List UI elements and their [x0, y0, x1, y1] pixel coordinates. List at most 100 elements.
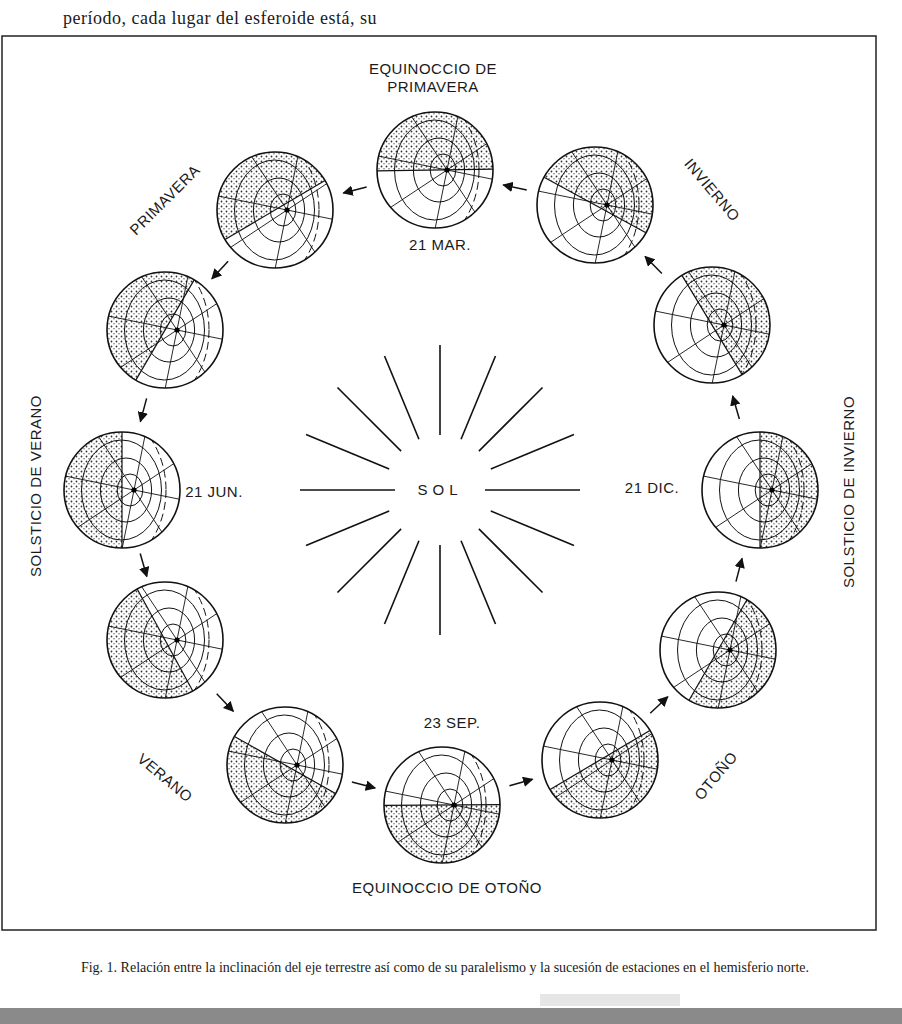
parallel	[420, 773, 471, 837]
parallel	[578, 728, 629, 792]
parallel	[738, 458, 789, 522]
terminator	[136, 280, 194, 380]
meridian	[177, 330, 304, 356]
sun-ray	[461, 356, 495, 439]
terminator	[121, 432, 122, 548]
meridian	[421, 170, 447, 297]
parallel	[755, 474, 781, 506]
date-label: 23 SEP.	[424, 714, 481, 732]
meridian	[612, 688, 720, 760]
meridian	[447, 98, 555, 170]
parallel	[263, 733, 314, 797]
meridian	[339, 170, 447, 242]
scan-bar	[0, 1008, 902, 1024]
sun-ray	[479, 529, 543, 593]
globe-face	[107, 582, 223, 698]
orbit-arrow	[733, 396, 740, 419]
meridian	[346, 805, 454, 877]
meridian	[327, 779, 454, 805]
globe	[50, 513, 305, 768]
date-label: 21 JUN.	[185, 483, 243, 501]
sun-ray	[385, 541, 419, 624]
sun-ray	[300, 489, 395, 491]
meridian	[504, 760, 612, 832]
season-label: OTOÑO	[691, 748, 742, 803]
meridian	[375, 62, 447, 170]
pole-dot	[174, 327, 179, 332]
globe-outline	[702, 432, 818, 548]
meridian	[652, 217, 724, 325]
globe-outline	[377, 112, 493, 228]
meridian	[382, 697, 454, 805]
orbit-arrow	[736, 558, 742, 581]
pole-dot	[131, 487, 136, 492]
orbit-arrow	[212, 261, 228, 279]
globe	[485, 633, 740, 888]
sun-ray	[491, 511, 574, 545]
meridian	[108, 490, 134, 617]
meridian	[297, 638, 323, 765]
globe-face	[227, 707, 343, 823]
parallel	[253, 178, 304, 242]
meridian	[320, 144, 447, 170]
meridian	[7, 464, 134, 490]
terminator	[550, 730, 650, 789]
meridian	[480, 179, 607, 205]
globe-outline	[64, 432, 180, 548]
parallel	[573, 173, 624, 237]
meridian	[170, 739, 297, 765]
terminator	[759, 432, 760, 548]
terminator	[689, 600, 747, 701]
scan-patch	[540, 994, 680, 1006]
parallel	[235, 160, 315, 260]
meridian	[535, 97, 607, 205]
date-label: 21 DIC.	[625, 479, 679, 497]
meridian	[724, 325, 851, 351]
globe-face	[64, 432, 180, 548]
meridian	[179, 210, 287, 282]
night-side	[107, 589, 193, 698]
globe-outline	[227, 707, 343, 823]
parallel	[696, 618, 747, 682]
globe-face	[217, 152, 333, 268]
sun-ray	[439, 345, 441, 435]
solstice-label: SOLSTICIO DE INVIERNO	[840, 396, 858, 588]
parallel	[280, 749, 306, 781]
terminator	[225, 181, 325, 240]
meridian	[151, 640, 177, 767]
parallel	[125, 590, 205, 690]
parallel	[143, 608, 194, 672]
meridian	[499, 205, 607, 277]
meridian	[271, 765, 297, 892]
meridian	[454, 805, 581, 831]
night-side	[544, 147, 653, 233]
night-side	[377, 112, 493, 171]
sun-ray	[461, 541, 495, 624]
globe-face	[377, 112, 493, 228]
date-label: 21 MAR.	[409, 236, 471, 254]
meridian	[772, 490, 899, 516]
solstice-label: SOLSTICIO DE VERANO	[27, 395, 45, 577]
meridian	[724, 253, 832, 325]
parallel	[270, 194, 296, 226]
globe	[7, 363, 262, 618]
meridian	[730, 578, 838, 650]
meridian	[698, 325, 724, 452]
meridian	[607, 78, 633, 205]
meridian	[597, 299, 724, 325]
meridian	[485, 734, 612, 760]
parallel	[555, 155, 635, 255]
equinox-label: EQUINOCCIO DE OTOÑO	[352, 879, 542, 897]
parallel	[413, 138, 464, 202]
parallel	[595, 744, 621, 776]
meridian	[151, 330, 177, 457]
parallel	[590, 189, 616, 221]
pole-dot	[721, 322, 726, 327]
pole-dot	[174, 637, 179, 642]
orbit-arrow	[217, 694, 234, 711]
terminator	[544, 177, 646, 232]
sun-ray	[337, 387, 401, 451]
meridian	[189, 765, 297, 837]
meridian	[50, 614, 177, 640]
globe-outline	[107, 272, 223, 388]
